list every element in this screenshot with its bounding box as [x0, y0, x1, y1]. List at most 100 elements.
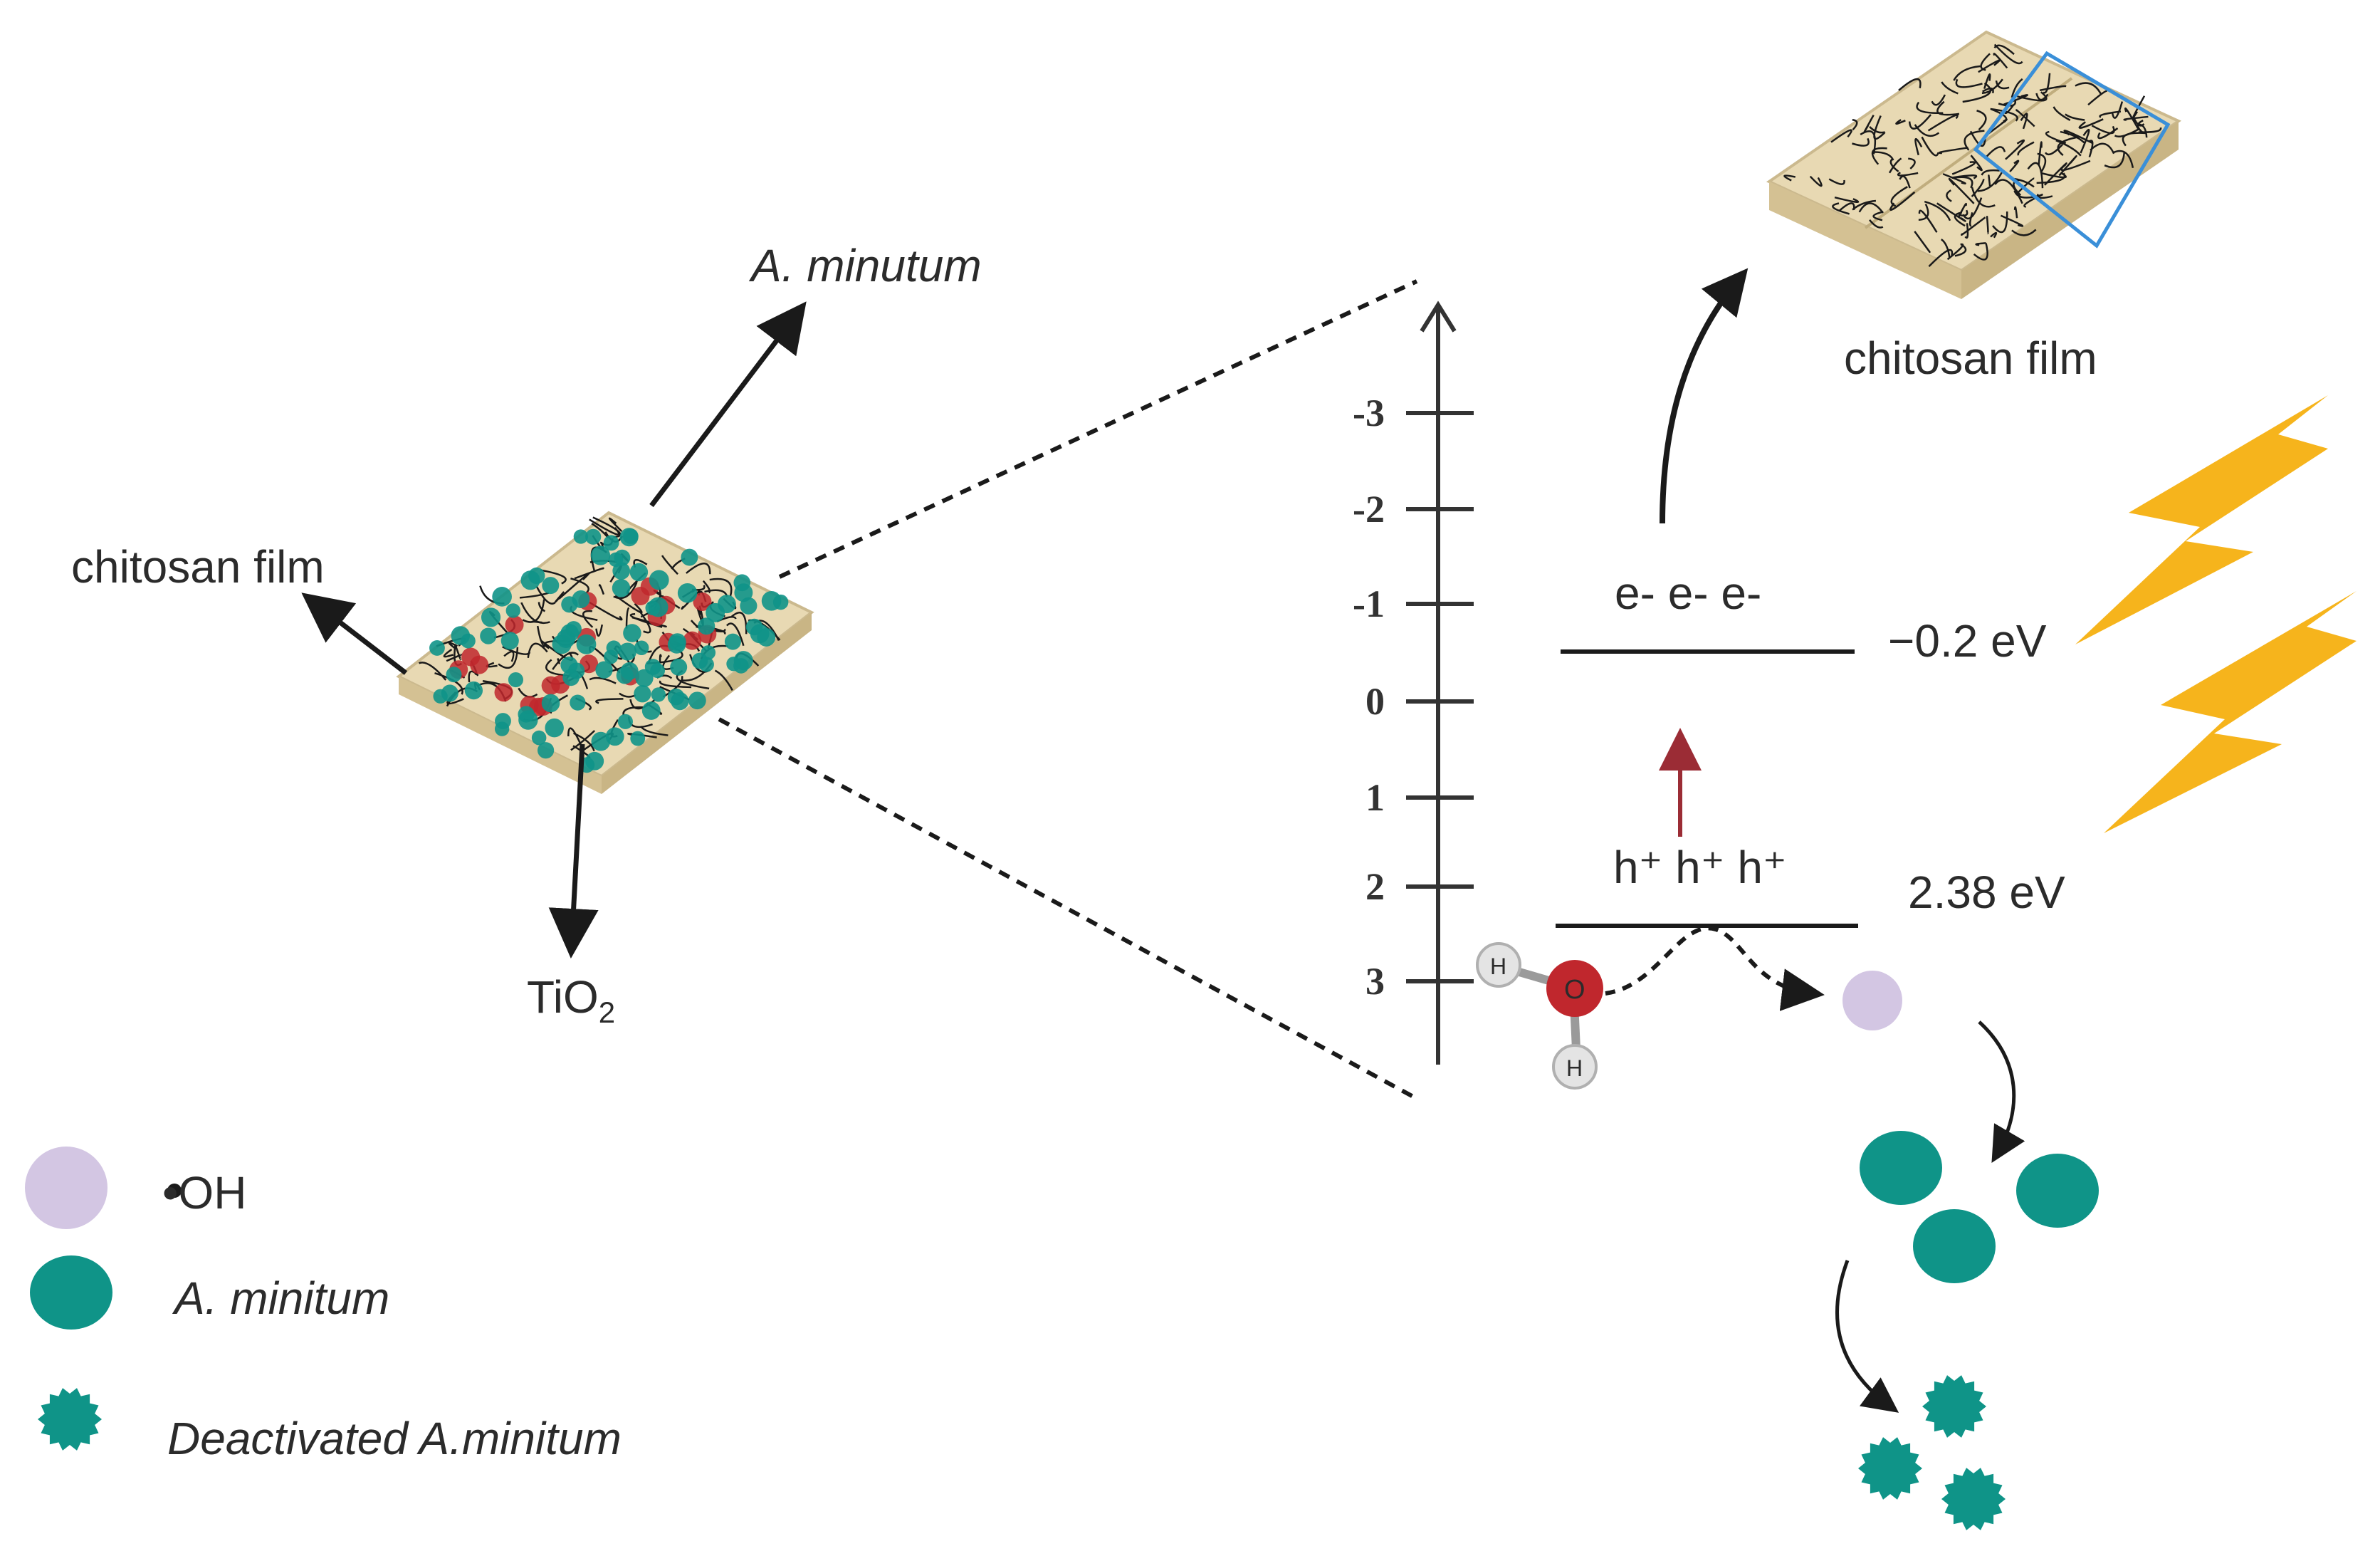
- chitosan-fiber: [1869, 219, 1884, 229]
- chitosan-fiber: [1994, 179, 2023, 204]
- hydrogen-atom-top-label: H: [1490, 954, 1506, 979]
- chitosan-fiber: [434, 672, 463, 695]
- a-minutum-cell-small: [565, 621, 582, 637]
- chitosan-fiber: [1941, 81, 1959, 95]
- a-minutum-cell-small: [505, 603, 520, 618]
- chitosan-fiber: [1977, 172, 2003, 192]
- chitosan-fiber: [2114, 128, 2140, 137]
- chitosan-fiber: [2039, 85, 2067, 92]
- chitosan-fiber: [627, 732, 657, 738]
- chitosan-fiber: [640, 726, 669, 736]
- chitosan-fiber: [622, 706, 644, 716]
- a-minutum-cell-small: [590, 545, 611, 565]
- chitosan-fiber: [1961, 216, 1986, 236]
- legend-label-oh: •OH: [162, 1167, 246, 1218]
- a-minutum-cell-small: [585, 528, 602, 545]
- chitosan-fiber: [1890, 186, 1908, 207]
- tio2-label: TiO2: [527, 971, 615, 1029]
- chitosan-fiber: [709, 578, 733, 597]
- axis-tick-label: 3: [1365, 960, 1385, 1003]
- chitosan-fiber: [1924, 200, 1951, 221]
- chitosan-fiber: [625, 607, 630, 629]
- film-block-front: [1769, 182, 1961, 299]
- chitosan-fiber: [2080, 128, 2090, 154]
- chitosan-fiber: [2045, 130, 2067, 145]
- chitosan-fiber: [1852, 199, 1877, 211]
- chitosan-fiber: [1993, 53, 2008, 69]
- chitosan-fiber: [1897, 172, 1919, 177]
- a-minutum-cell-small: [698, 617, 715, 635]
- a-minutum-cell-small: [623, 624, 641, 642]
- chitosan-fiber: [1946, 189, 1952, 202]
- a-minutum-cell-small: [595, 661, 613, 679]
- chitosan-fiber: [1863, 115, 1875, 133]
- a-minutum-cell-small: [650, 663, 666, 679]
- chitosan-fiber: [589, 601, 623, 621]
- chitosan-fiber: [1809, 175, 1823, 187]
- chitosan-fiber: [2016, 91, 2048, 102]
- chitosan-fiber: [552, 652, 580, 670]
- a-minutum-cell-small: [641, 701, 661, 720]
- a-minutum-cell-small: [612, 562, 631, 580]
- tio2-particle: [505, 615, 524, 634]
- chitosan-fiber: [1957, 202, 1968, 218]
- chitosan-fiber: [1895, 119, 1906, 125]
- chitosan-fiber: [2013, 206, 2018, 219]
- chitosan-fiber: [1871, 147, 1887, 165]
- a-minutum-pointer-arrow: [649, 301, 807, 508]
- chitosan-fiber: [1914, 231, 1931, 253]
- a-minutum-cell-small: [667, 688, 685, 706]
- chitosan-fiber: [1983, 73, 1991, 90]
- chitosan-fiber: [557, 658, 560, 664]
- chitosan-fiber: [567, 727, 582, 746]
- chitosan-fiber: [1783, 174, 1796, 182]
- a-minutum-cell-small: [701, 645, 716, 660]
- chitosan-fiber: [595, 624, 603, 637]
- chitosan-fiber: [1964, 223, 1969, 239]
- chitosan-fiber: [558, 572, 590, 600]
- a-minutum-cell-small: [724, 633, 741, 650]
- chitosan-fiber: [1993, 44, 2015, 56]
- axis-tick-label: -1: [1353, 583, 1385, 625]
- chitosan-fiber: [1990, 108, 2018, 122]
- chitosan-fiber: [418, 662, 447, 681]
- chitosan-fiber: [1830, 129, 1852, 143]
- chitosan-fiber: [2015, 109, 2035, 127]
- chitosan-fiber: [1953, 65, 1981, 81]
- a-minutum-cell-small: [634, 685, 651, 703]
- chitosan-fiber: [1927, 114, 1959, 132]
- chitosan-fiber: [2000, 214, 2024, 227]
- chitosan-fiber: [1970, 155, 1983, 172]
- deactivated-cell: [1941, 1468, 2006, 1530]
- chitosan-fiber: [1936, 100, 1960, 116]
- chitosan-fiber: [1973, 243, 1988, 261]
- chitosan-fiber: [538, 602, 546, 612]
- chitosan-fiber: [2055, 140, 2082, 157]
- chitosan-fiber: [1858, 202, 1884, 214]
- chitosan-fiber: [592, 516, 622, 538]
- chitosan-fiber: [2020, 113, 2028, 130]
- chitosan-fiber: [2075, 82, 2102, 95]
- a-minutum-label: A. minutum: [748, 240, 982, 291]
- a-minutum-cell-small: [542, 577, 560, 595]
- chitosan-fiber: [2104, 152, 2125, 169]
- deactivated-cell-star-icon: [38, 1388, 102, 1451]
- chitosan-fiber: [1940, 239, 1951, 258]
- chitosan-fiber: [1832, 202, 1850, 215]
- chitosan-fiber: [2123, 115, 2149, 121]
- a-minutum-cell-small: [562, 669, 580, 686]
- chitosan-fiber: [1992, 211, 2008, 234]
- chitosan-fiber: [1962, 82, 1992, 103]
- hydroxyl-radical-circle-icon: [25, 1147, 108, 1229]
- chitosan-fiber: [1991, 108, 2008, 124]
- chitosan-fiber: [522, 599, 545, 623]
- chitosan-fiber: [1986, 216, 1989, 234]
- a-minutum-cell-small: [651, 687, 666, 702]
- chitosan-fiber: [2044, 162, 2067, 186]
- a-minutum-cell-small: [612, 579, 631, 597]
- chitosan-fiber: [661, 555, 678, 575]
- a-minutum-cell-small: [603, 535, 619, 551]
- legend-label-deactivated: Deactivated A.minitum: [167, 1413, 622, 1464]
- a-minutum-cell-small: [441, 684, 458, 702]
